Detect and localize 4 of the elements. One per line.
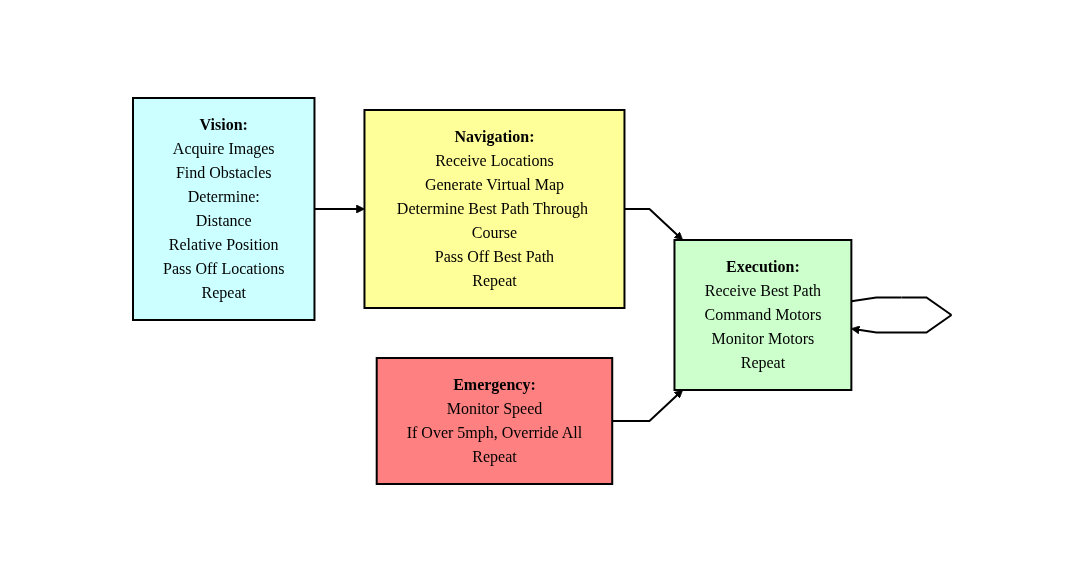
node-box: Vision: Acquire Images Find Obstacles Determine: Distance Relative Position Pass Off Locations Repeat	[132, 97, 316, 321]
node-box: Emergency: Monitor Speed If Over 5mph, Override All Repeat	[375, 357, 614, 485]
node-box: Execution: Receive Best Path Command Motors Monitor Motors Repeat	[673, 239, 853, 391]
node-box: Navigation: Receive Locations Generate Virtual Map Determine Best Path Through Course Pass Off Best Path Repeat	[363, 109, 626, 309]
